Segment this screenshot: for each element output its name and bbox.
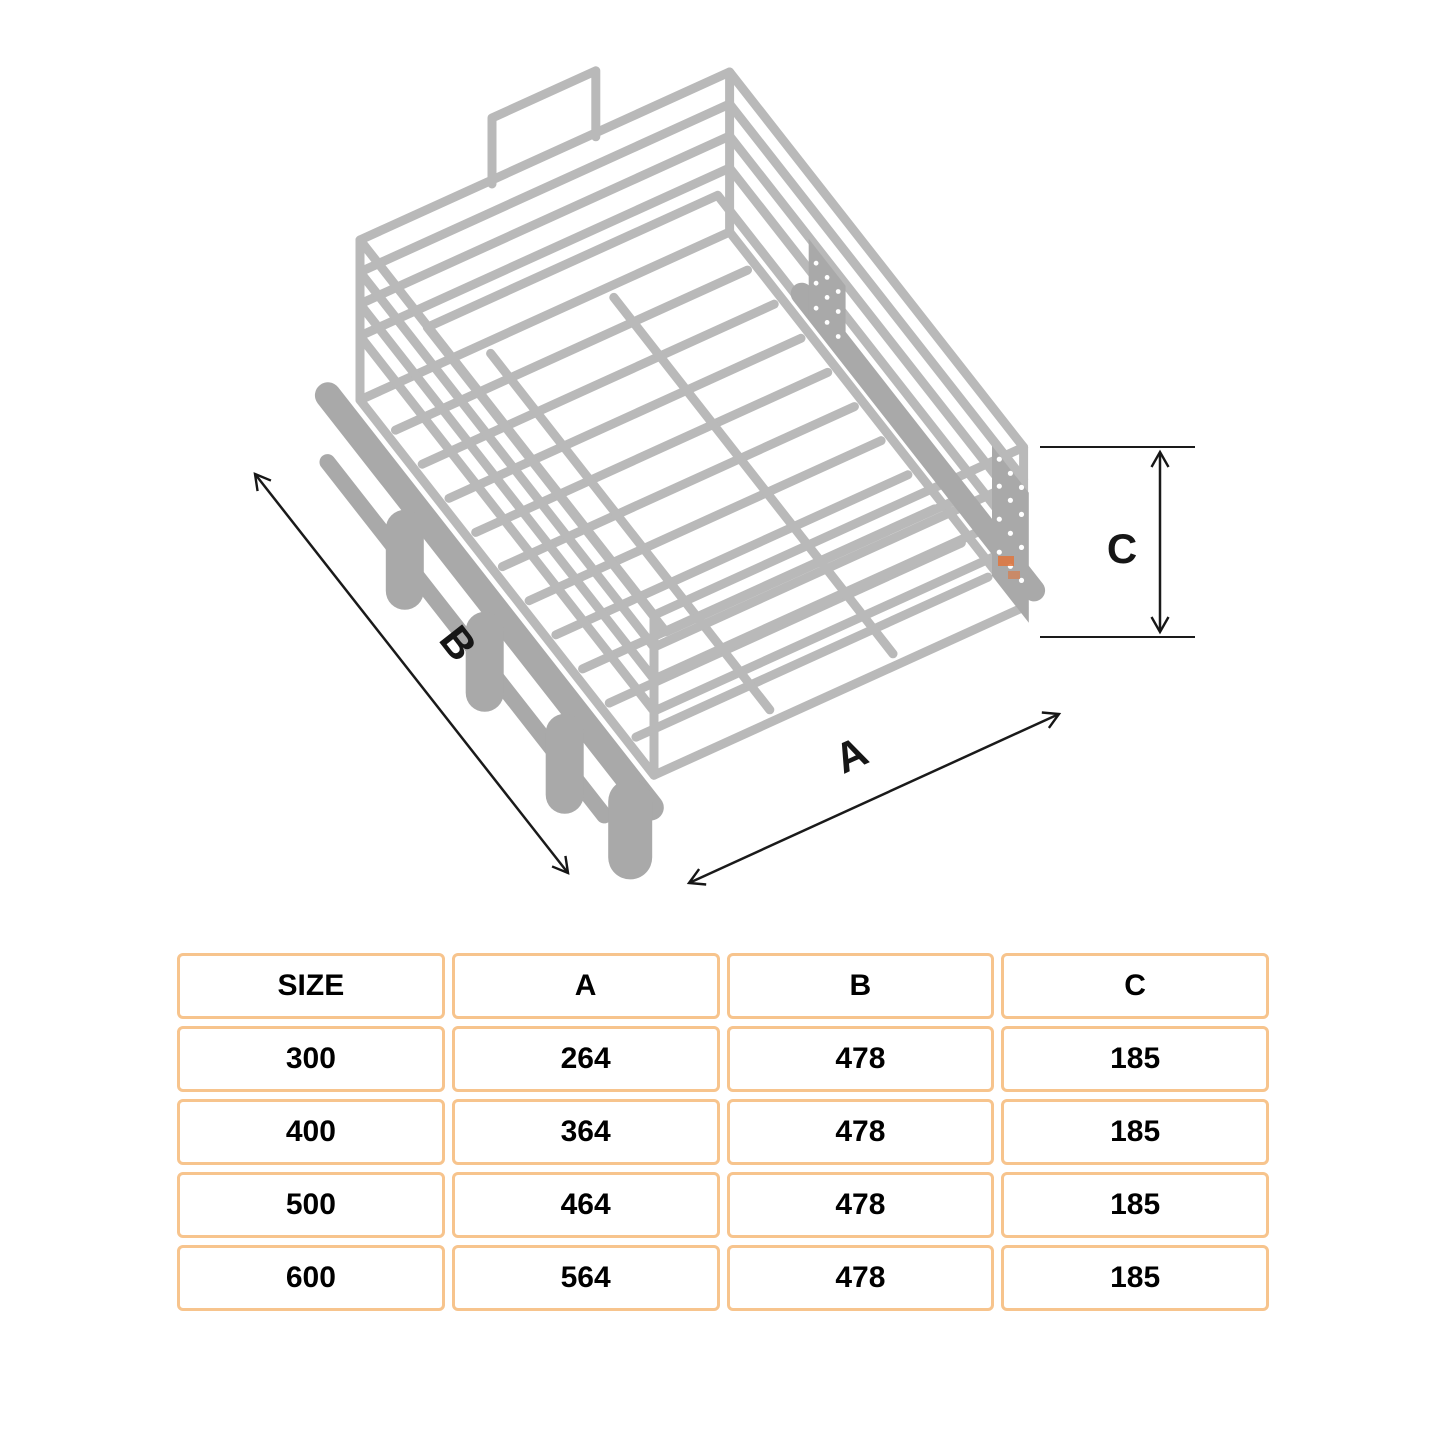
table-cell: 185 xyxy=(1001,1026,1269,1092)
table-cell: 478 xyxy=(726,1026,995,1092)
table-cell: 300 xyxy=(177,1026,445,1092)
col-header-c: C xyxy=(1001,953,1269,1019)
col-header-size: SIZE xyxy=(177,953,445,1019)
table-cell: 478 xyxy=(726,1099,995,1165)
col-header-b: B xyxy=(726,953,995,1019)
table-cell: 478 xyxy=(726,1245,995,1311)
brand-watermark xyxy=(998,556,1020,579)
table-cell: 600 xyxy=(177,1245,445,1311)
basket-diagram: B A C xyxy=(253,66,1195,886)
col-header-a: A xyxy=(451,953,720,1019)
basket-illustration xyxy=(314,66,1046,880)
dimension-label-c: C xyxy=(1107,525,1137,572)
table-cell: 564 xyxy=(451,1245,720,1311)
table-cell: 500 xyxy=(177,1172,445,1238)
table-cell: 364 xyxy=(451,1099,720,1165)
dimension-lines xyxy=(253,446,1195,886)
table-cell: 264 xyxy=(451,1026,720,1092)
table-cell: 400 xyxy=(177,1099,445,1165)
table-cell: 185 xyxy=(1001,1172,1269,1238)
table-cell: 478 xyxy=(726,1172,995,1238)
table-cell: 185 xyxy=(1001,1099,1269,1165)
dimension-label-a: A xyxy=(827,727,874,782)
table-cell: 185 xyxy=(1001,1245,1269,1311)
table-cell: 464 xyxy=(451,1172,720,1238)
